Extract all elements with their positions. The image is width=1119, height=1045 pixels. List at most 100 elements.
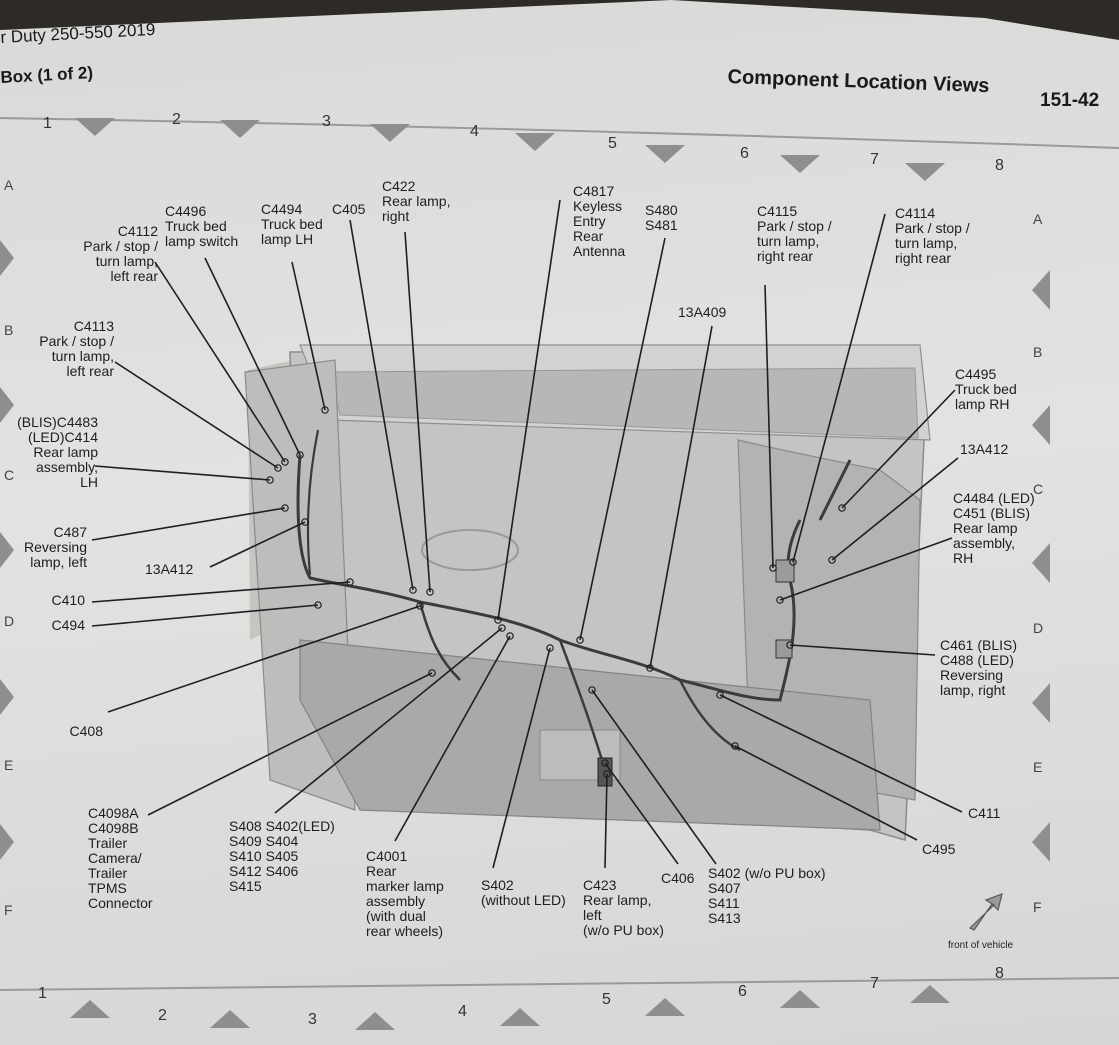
callout-line: C408 xyxy=(70,723,104,739)
grid-row-right: C xyxy=(1033,481,1043,497)
leader-endpoint-c487 xyxy=(281,504,289,512)
callout-line: C4115 xyxy=(757,203,797,219)
callout-line: assembly, xyxy=(953,535,1015,551)
leader-endpoint-c494 xyxy=(314,601,322,609)
callout-line: Keyless xyxy=(573,198,622,214)
grid-column-top: 1 xyxy=(43,115,52,132)
callout-line: S411 xyxy=(708,895,740,911)
callout-line: C4484 (LED) xyxy=(953,490,1035,506)
callout-line: C495 xyxy=(922,841,956,857)
callout-line: C411 xyxy=(968,805,1001,821)
callout-line: Rear lamp xyxy=(33,444,98,460)
callout-line: C4098B xyxy=(88,820,139,836)
grid-row-left: A xyxy=(4,177,14,193)
callout-line: (LED)C414 xyxy=(28,429,98,445)
grid-marker-bottom xyxy=(210,1010,250,1028)
grid-row-left: F xyxy=(4,902,13,918)
grid-marker-left xyxy=(0,679,14,715)
callout-line: 13A409 xyxy=(678,304,726,320)
callout-line: C4114 xyxy=(895,205,935,221)
grid-marker-bottom xyxy=(780,990,820,1008)
callout-line: C451 (BLIS) xyxy=(953,505,1030,521)
leader-endpoint-a13409 xyxy=(646,664,654,672)
callout-line: Rear lamp xyxy=(953,520,1018,536)
callout-line: RH xyxy=(953,550,973,566)
leader-endpoint-c4098 xyxy=(428,669,436,677)
callout-line: C488 (LED) xyxy=(940,652,1014,668)
leader-line-c4113 xyxy=(114,361,279,469)
leader-endpoint-c408 xyxy=(416,602,424,610)
callout-line: S409 S404 xyxy=(229,833,298,849)
leader-endpoint-s408 xyxy=(498,624,506,632)
leader-endpoint-c410 xyxy=(346,578,354,586)
callout-line: right rear xyxy=(757,248,813,264)
callout-line: C461 (BLIS) xyxy=(940,637,1017,653)
grid-marker-top xyxy=(905,163,945,181)
callout-line: Park / stop / xyxy=(895,220,970,236)
grid-column-bottom: 7 xyxy=(870,975,879,992)
grid-row-right: A xyxy=(1033,211,1043,227)
leader-endpoint-c4112 xyxy=(281,458,289,466)
leader-line-c4484 xyxy=(779,537,953,601)
callout-line: C410 xyxy=(52,592,86,608)
callout-line: C4494 xyxy=(261,201,302,217)
callout-c405: C405 xyxy=(332,201,366,217)
callout-line: S415 xyxy=(229,878,262,894)
grid-column-top: 7 xyxy=(870,151,879,168)
callout-line: C4001 xyxy=(366,848,407,864)
leader-line-c406 xyxy=(604,762,679,865)
callout-line: Camera/ xyxy=(88,850,142,866)
grid-marker-top xyxy=(645,145,685,163)
leader-line-s402wl xyxy=(492,647,551,869)
callout-c408: C408 xyxy=(70,723,104,739)
tailgate-emblem xyxy=(421,529,519,571)
leader-endpoint-a13412l xyxy=(301,518,309,526)
callout-line: turn lamp, xyxy=(757,233,819,249)
callout-line: Rear xyxy=(573,228,604,244)
grid-row-left: B xyxy=(4,322,13,338)
frame-bottom xyxy=(0,977,1119,991)
leader-line-c410 xyxy=(91,581,351,603)
callout-line: C4112 xyxy=(118,223,158,239)
callout-line: Trailer xyxy=(88,835,127,851)
callout-line: C4098A xyxy=(88,805,139,821)
callout-line: Park / stop / xyxy=(83,238,158,254)
leader-line-c4817 xyxy=(497,199,561,621)
grid-column-top: 6 xyxy=(740,145,749,162)
grid-marker-right xyxy=(1032,543,1050,583)
leader-line-c495 xyxy=(734,745,918,841)
front-of-vehicle-label: front of vehicle xyxy=(948,940,1013,951)
grid-column-bottom: 2 xyxy=(158,1007,167,1024)
grid-column-bottom: 3 xyxy=(308,1011,317,1028)
callout-line: right xyxy=(382,208,409,224)
callout-line: (without LED) xyxy=(481,892,566,908)
grid-marker-top xyxy=(515,133,555,151)
callout-a13412l: 13A412 xyxy=(145,561,193,577)
callout-line: C4817 xyxy=(573,183,614,199)
callout-line: C4113 xyxy=(74,318,114,334)
grid-column-bottom: 4 xyxy=(458,1003,467,1020)
callout-line: turn lamp, xyxy=(895,235,957,251)
callout-line: right rear xyxy=(895,250,951,266)
callout-line: Antenna xyxy=(573,243,625,259)
leader-line-c4112 xyxy=(154,261,286,463)
leader-line-c408 xyxy=(107,605,421,713)
leader-line-c4495 xyxy=(841,389,956,509)
leader-endpoint-c4495 xyxy=(838,504,846,512)
leader-endpoint-c461 xyxy=(786,641,794,649)
grid-column-top: 8 xyxy=(995,157,1004,174)
leader-line-c4001 xyxy=(394,635,511,842)
callout-line: C4496 xyxy=(165,203,206,219)
